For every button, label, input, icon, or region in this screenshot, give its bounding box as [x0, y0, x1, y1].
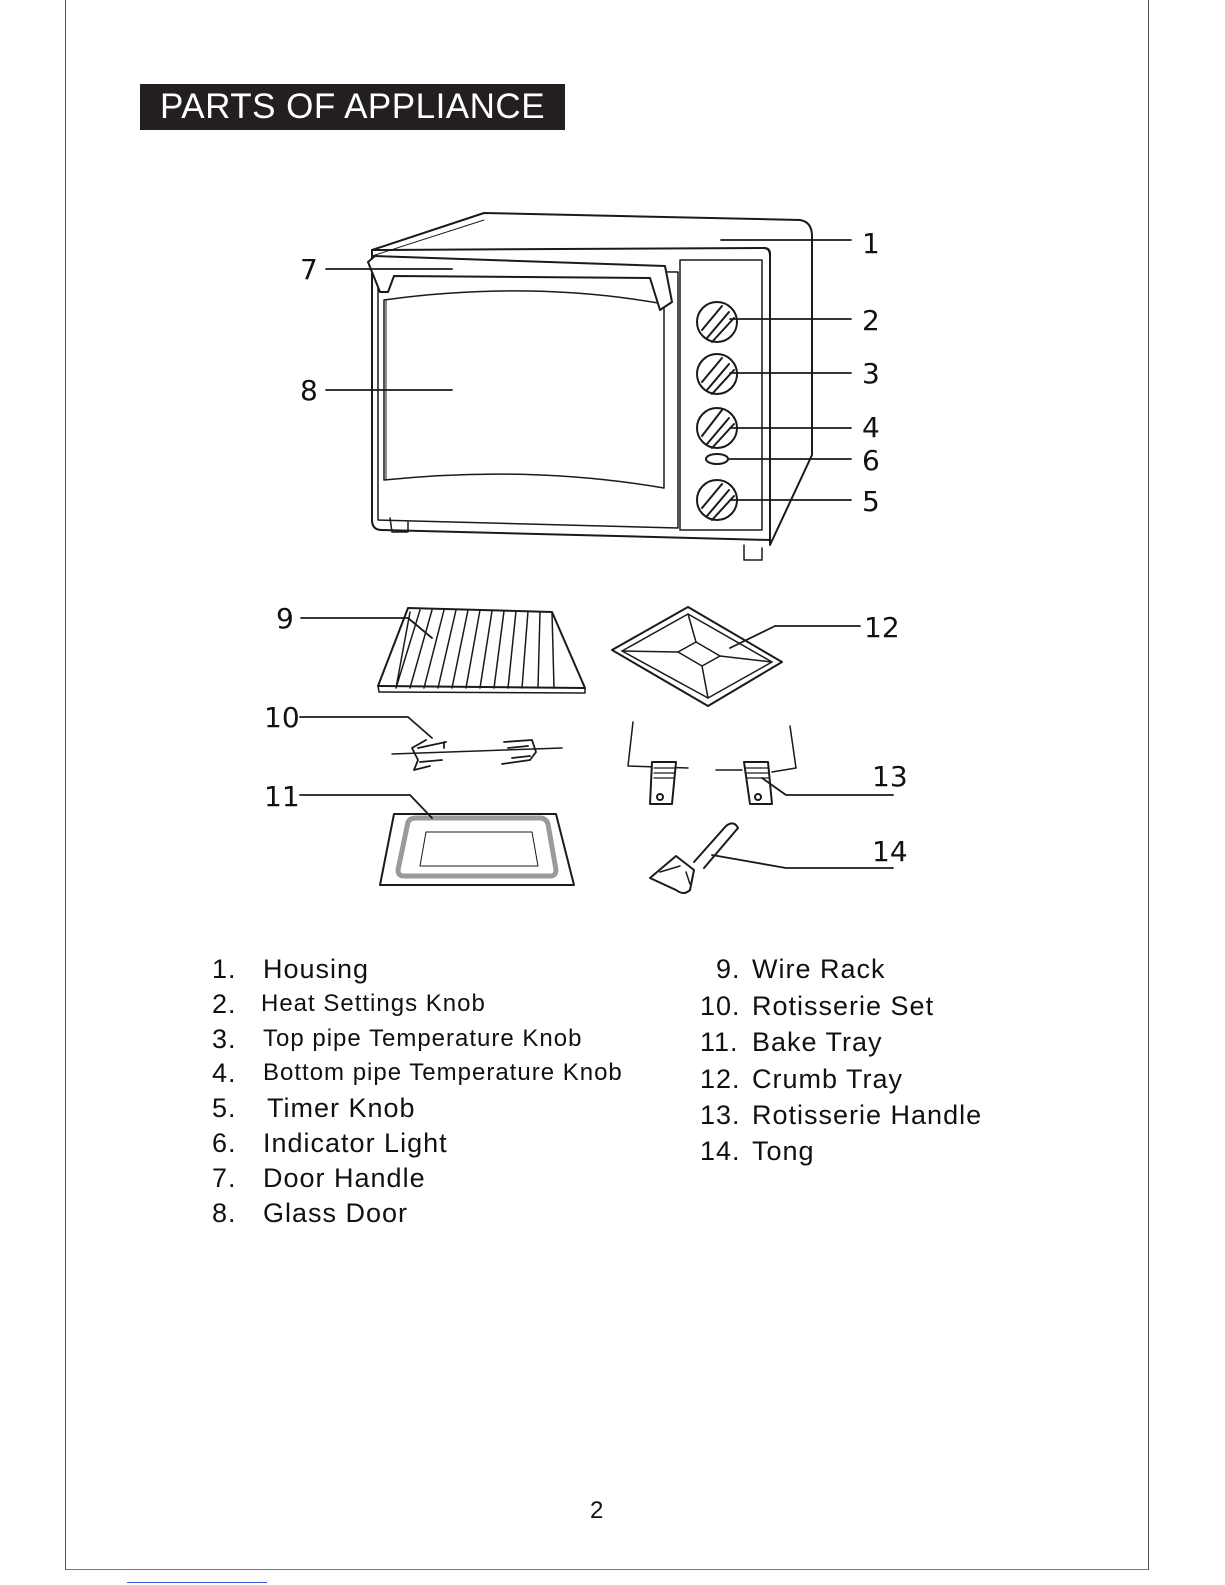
indicator-light [705, 453, 729, 465]
oven-illustration [367, 212, 813, 561]
item-number: 1. [212, 954, 237, 984]
callout-10: 10 [264, 701, 300, 734]
item-label: Rotisserie Handle [752, 1100, 983, 1130]
rotisserie-handle-illustration [627, 721, 797, 805]
item-label: Timer Knob [267, 1093, 416, 1123]
callout-6: 6 [862, 444, 880, 477]
callout-9: 9 [276, 602, 294, 635]
callout-7: 7 [300, 253, 318, 286]
footer-link-underline[interactable] [127, 1582, 267, 1583]
tong-illustration [649, 822, 739, 894]
item-number: 7. [212, 1163, 237, 1193]
item-number: 3. [212, 1024, 237, 1054]
item-label: Glass Door [263, 1198, 409, 1228]
item-label: Top pipe Temperature Knob [263, 1025, 583, 1052]
crumb-tray-illustration [611, 606, 783, 707]
callout-14: 14 [872, 835, 908, 868]
callout-5: 5 [862, 485, 880, 518]
knob-2 [696, 301, 738, 343]
item-label: Heat Settings Knob [261, 990, 486, 1017]
callout-8: 8 [300, 374, 318, 407]
item-label: Indicator Light [263, 1128, 448, 1158]
callout-13: 13 [872, 760, 908, 793]
leader-lines [299, 239, 894, 869]
item-label: Wire Rack [752, 954, 886, 984]
callout-4: 4 [862, 411, 880, 444]
item-number: 11. [700, 1027, 739, 1057]
callout-labels: 1 2 3 4 6 5 7 8 9 10 11 12 13 14 [264, 227, 908, 868]
item-number: 9. [716, 954, 741, 984]
callout-12: 12 [864, 611, 900, 644]
knob-3 [696, 353, 738, 395]
page-frame [65, 0, 1149, 1570]
bake-tray-illustration [379, 813, 575, 886]
item-label: Rotisserie Set [752, 991, 935, 1021]
item-number: 14. [700, 1136, 741, 1166]
callout-1: 1 [862, 227, 880, 260]
callout-11: 11 [264, 780, 300, 813]
item-number: 5. [212, 1093, 237, 1123]
item-number: 13. [700, 1100, 741, 1130]
rotisserie-set-illustration [391, 739, 563, 771]
page-number: 2 [590, 1497, 604, 1524]
item-label: Bake Tray [752, 1027, 883, 1057]
appliance-diagram: 1 2 3 4 6 5 7 8 9 10 11 12 13 14 [264, 212, 908, 894]
item-label: Bottom pipe Temperature Knob [263, 1059, 623, 1086]
item-number: 4. [212, 1058, 237, 1088]
item-number: 2. [212, 989, 237, 1019]
item-number: 12. [700, 1064, 741, 1094]
item-number: 6. [212, 1128, 237, 1158]
item-label: Crumb Tray [752, 1064, 904, 1094]
callout-2: 2 [862, 304, 880, 337]
item-label: Door Handle [263, 1163, 426, 1193]
page-title: PARTS OF APPLIANCE [140, 84, 566, 130]
item-number: 8. [212, 1198, 237, 1228]
item-label: Housing [263, 954, 370, 984]
item-number: 10. [700, 991, 741, 1021]
item-label: Tong [752, 1136, 815, 1166]
wire-rack-illustration [377, 607, 586, 694]
callout-3: 3 [862, 357, 880, 390]
